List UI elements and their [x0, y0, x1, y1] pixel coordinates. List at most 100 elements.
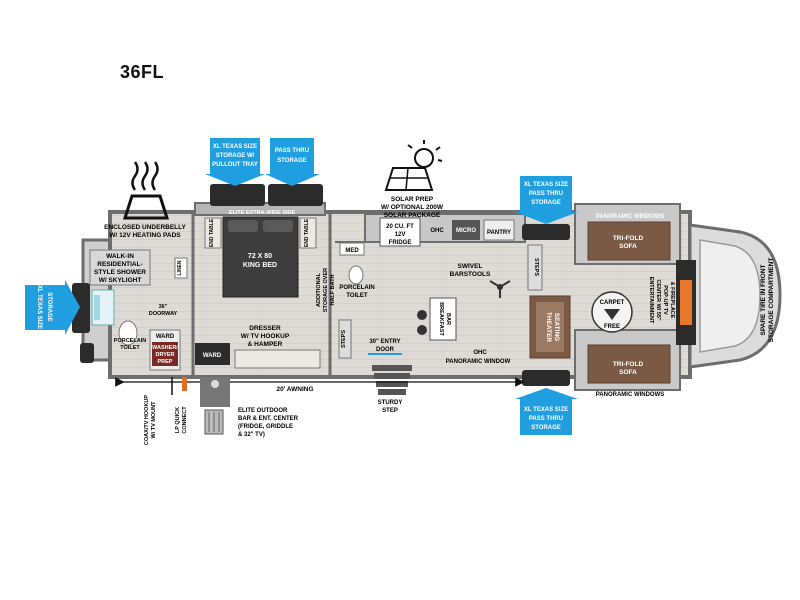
master-toilet-icon [118, 320, 138, 346]
washer-label: WASHER/ [152, 345, 178, 351]
sofa-label: TRI-FOLD [613, 235, 644, 242]
barstools-label: BARSTOOLS [450, 271, 491, 278]
lp-label: CONNECT [182, 406, 188, 434]
entry-door-label: DOOR [376, 347, 395, 353]
underbelly-label: W/ 12V HEATING PADS [109, 232, 181, 239]
panoramic-window-label: PANORAMIC WINDOWS [596, 392, 665, 398]
dresser-label: DRESSER [249, 325, 281, 332]
spare-tire-label: SPARE TIRE IN FRONT [760, 264, 767, 335]
doorway-label: 36" [159, 304, 168, 310]
coax-label: COAX/TV HOOKUP [144, 395, 150, 445]
breakfast-bar [429, 297, 457, 341]
shower-label: W/ SKYLIGHT [99, 277, 142, 284]
storage-boxes [72, 184, 570, 386]
linen-cabinet [174, 257, 188, 279]
dresser-label: & HAMPER [248, 341, 283, 348]
callout-text: STORAGE [46, 292, 52, 322]
half-toilet-label: PORCELAIN [339, 285, 374, 291]
solar-panel-icon [384, 140, 443, 191]
washer-dryer-prep [152, 342, 178, 366]
coax-label: W/ TV MOUNT [151, 401, 157, 439]
dresser [234, 349, 321, 369]
outdoor-kitchen-label: & 32" TV) [238, 432, 265, 438]
sturdy-step-label: STURDY [378, 400, 403, 406]
sturdy-step-label: STEP [382, 408, 398, 414]
ceiling-fan-icon [489, 280, 511, 298]
half-bath-label: ADDITIONAL [316, 272, 322, 307]
callout-storage-left: XL TEXAS SIZE STORAGE [25, 280, 80, 335]
sofa-label: SOFA [619, 369, 637, 376]
callout-text: XL TEXAS SIZE [36, 285, 42, 329]
barstool [417, 310, 427, 320]
fridge-label: FRIDGE [389, 240, 412, 246]
outdoor-kitchen-label: BAR & ENT. CENTER [238, 416, 299, 422]
spare-tire-label: STORAGE COMPARTMENT [768, 258, 775, 343]
bed-label: KING BED [243, 262, 277, 269]
shower-label: WALK-IN [106, 253, 134, 260]
end-table-right [299, 217, 317, 249]
half-bath-label: STORAGE OVER [323, 268, 329, 312]
callout-text: PULLOUT TRAY [212, 162, 258, 168]
living-bottom-storage-box [522, 370, 570, 386]
half-toilet-label: TOILET [346, 293, 368, 299]
entertainment-label: & FIREPLACE [669, 282, 675, 319]
model-name: 36FL [120, 62, 165, 82]
outdoor-kitchen-label: (FRIDGE, GRIDDLE [238, 424, 293, 430]
ward-label: WARD [156, 334, 175, 340]
living-top-storage-box [522, 224, 570, 240]
barstools-label: SWIVEL [458, 263, 483, 270]
washer-label: PREP [158, 359, 173, 365]
sofa-label: SOFA [619, 243, 637, 250]
sturdy-step-icon [372, 365, 412, 395]
steps-left [338, 319, 352, 359]
end-table-label: END TABLE [209, 218, 215, 247]
callout-text: XL TEXAS SIZE [524, 182, 568, 188]
underbelly-label: ENCLOSED UNDERBELLY [104, 224, 186, 231]
callout-bedroom-storage: XL TEXAS SIZE STORAGE W/ PULLOUT TRAY [205, 138, 265, 186]
solar-label: W/ OPTIONAL 200W [381, 204, 444, 211]
tri-fold-sofa-top [587, 221, 671, 261]
outdoor-kitchen-icon [200, 377, 230, 435]
bed-label: 72 X 80 [248, 253, 272, 260]
half-bath-label: HALF BATH [330, 274, 336, 305]
steps-label: STEPS [533, 258, 539, 276]
callout-text: STORAGE W/ [216, 153, 255, 159]
tri-fold-sofa-bottom [587, 344, 671, 384]
lp-connect-icon [182, 377, 187, 391]
callout-text: STORAGE [277, 158, 307, 164]
steps-label: STEPS [341, 330, 347, 348]
half-bath: MED PORCELAIN TOILET STEPS [338, 242, 375, 359]
sofa-label: TRI-FOLD [613, 361, 644, 368]
callout-text: STORAGE [531, 425, 561, 431]
linen-label: LINEN [177, 260, 183, 275]
bedroom: ELITE EXTRA-WIDE SIDE END TABLE END TABL… [204, 210, 336, 369]
pillow-left [228, 220, 258, 232]
entertainment-center: ENTERTAINMENT CENTER W/ 55" POP-UP TV & … [648, 260, 696, 345]
rear-storage-box [72, 283, 90, 333]
callout-text: PASS THRU [275, 148, 309, 154]
washer-label: DRYER [155, 352, 174, 358]
callout-living-top-storage: XL TEXAS SIZE PASS THRU STORAGE [515, 176, 578, 224]
entry-door-label: 30" ENTRY [369, 339, 400, 345]
carpet-free-badge-icon: CARPET FREE [591, 291, 633, 333]
end-table-left [204, 217, 222, 249]
callout-pass-thru-storage: PASS THRU STORAGE [265, 138, 320, 186]
bedroom-storage-box [210, 184, 265, 206]
pantry-label: PANTRY [487, 230, 511, 236]
shower-glass [94, 295, 100, 320]
carpet-free-label: CARPET [600, 300, 625, 306]
awning-label: 20' AWNING [276, 386, 313, 393]
panoramic-window-label: PANORAMIC WINDOWS [596, 214, 665, 220]
panoramic-window-label: PANORAMIC WINDOW [446, 359, 511, 365]
callout-text: PASS THRU [529, 191, 563, 197]
wardrobe [195, 343, 230, 365]
kitchen: 20 CU. FT 12V FRIDGE OHC MICRO PANTRY SW… [379, 217, 515, 365]
breakfast-bar-label: BAR [445, 313, 451, 325]
fridge-label: 20 CU. FT [386, 224, 414, 230]
pillow-right [263, 220, 293, 232]
med-label: MED [345, 248, 359, 254]
theater-label: THEATER [545, 312, 552, 343]
rear-bath: WALK-IN RESIDENTIAL- STYLE SHOWER W/ SKY… [89, 249, 230, 371]
awning: 20' AWNING [115, 377, 525, 393]
headboard-label: ELITE EXTRA-WIDE SIDE [229, 210, 296, 216]
